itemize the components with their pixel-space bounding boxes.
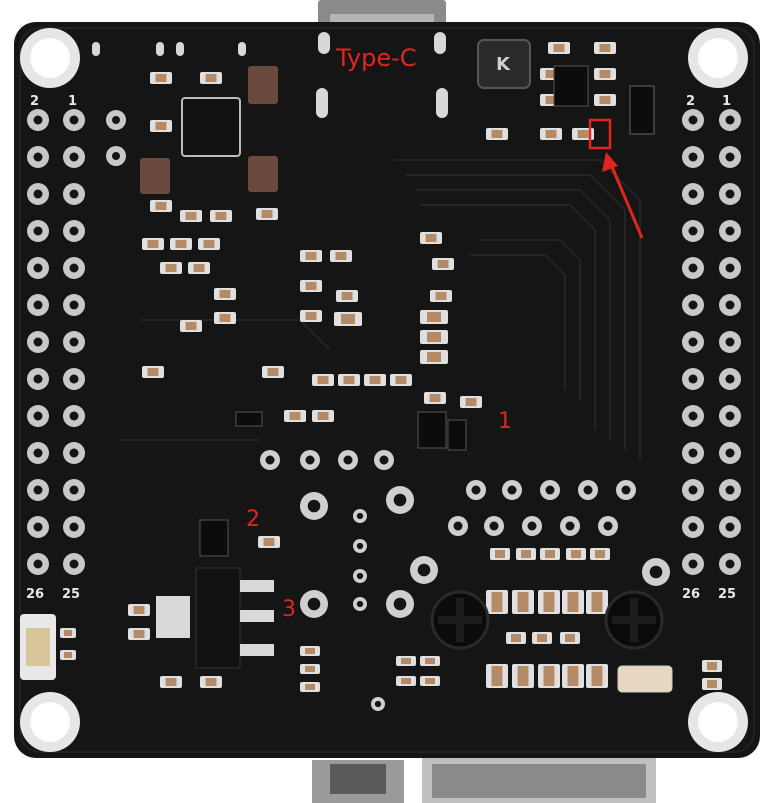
- left-header-label-25: 25: [62, 587, 80, 602]
- annotation-arrow: [608, 161, 644, 239]
- highlight-box: [588, 118, 612, 150]
- type-c-label: Type-C: [335, 44, 417, 72]
- left-header-label-1: 1: [68, 94, 77, 109]
- inductor: [477, 39, 531, 89]
- inductor-mark: K: [496, 54, 511, 75]
- usb-slot-pads: [92, 32, 448, 118]
- through-hole-pads: [260, 450, 670, 711]
- right-header-label-26: 26: [682, 587, 700, 602]
- smd-components: [60, 42, 722, 692]
- marker-3: 3: [282, 597, 296, 622]
- right-header-label-1: 1: [722, 94, 731, 109]
- screws: [430, 590, 664, 650]
- right-header-label-2: 2: [686, 94, 695, 109]
- left-header-label-26: 26: [26, 587, 44, 602]
- left-header-label-2: 2: [30, 94, 39, 109]
- qfn-chip: [181, 97, 241, 157]
- voltage-regulator: [195, 567, 241, 669]
- marker-2: 2: [246, 507, 260, 532]
- marker-1: 1: [498, 409, 512, 434]
- left-pin-header: [27, 109, 85, 575]
- right-header-label-25: 25: [718, 587, 736, 602]
- mounting-holes: [20, 28, 748, 752]
- crystals: [140, 66, 278, 194]
- right-pin-header: [682, 109, 741, 575]
